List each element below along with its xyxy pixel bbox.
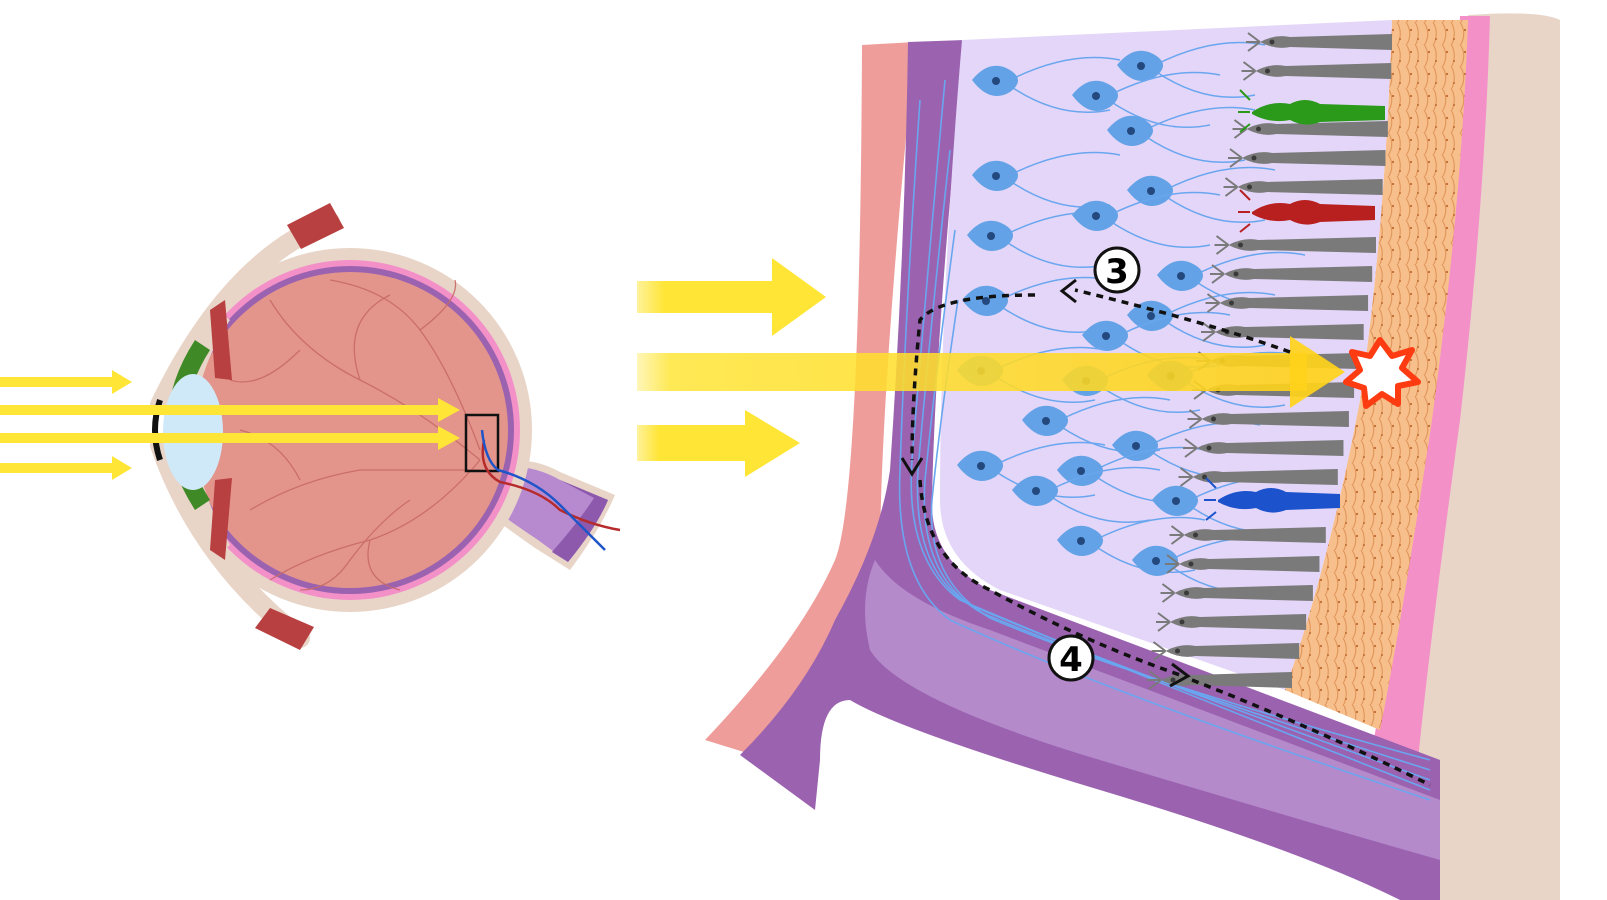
step-marker-4-label: 4 — [1059, 640, 1083, 680]
light-ray-arrow — [637, 258, 826, 336]
sclera-layer — [1400, 13, 1560, 900]
dashed-signal-arrowhead — [1059, 278, 1077, 304]
ciliary-muscle-top — [210, 300, 232, 380]
nerve-fiber-light — [865, 560, 1440, 860]
neuron-cell — [1107, 106, 1256, 163]
rod-cell — [1228, 148, 1386, 168]
rod-cell — [1187, 409, 1349, 429]
step-marker-4: 4 — [1047, 634, 1095, 682]
incoming-light-rays — [0, 370, 460, 480]
lens — [163, 374, 223, 490]
rod-cell — [1246, 32, 1392, 52]
neuron-cell — [1127, 291, 1276, 348]
ciliary-muscle-bottom — [210, 478, 232, 560]
neuron-cell — [1012, 466, 1161, 523]
neuron-cell — [1057, 446, 1206, 503]
light-ray-arrow — [0, 398, 460, 422]
rod-cell — [1210, 264, 1373, 284]
eye-cross-section — [150, 203, 621, 650]
dashed-signal-path — [1191, 678, 1431, 787]
neuron-cells — [957, 41, 1306, 593]
light-beam — [637, 353, 1307, 391]
rod-cell — [1169, 525, 1326, 545]
red-cone — [1238, 189, 1375, 233]
optic-nerve-sheath — [552, 480, 608, 562]
optic-vein — [480, 429, 606, 551]
magnified-region-box — [464, 413, 500, 473]
step-marker-3: 3 — [1093, 246, 1141, 294]
retina-cell-layers: 3 4 — [637, 13, 1560, 900]
lower-muscle — [255, 608, 314, 650]
rod-cell — [1214, 235, 1376, 255]
neuron-cell — [1072, 191, 1221, 248]
neuron-cell — [1022, 396, 1171, 453]
neuron-cell — [1072, 71, 1221, 128]
neuron-cell — [972, 56, 1121, 113]
photoreceptor-cells — [1147, 32, 1392, 690]
upper-muscle — [287, 203, 344, 249]
blue-cone — [1204, 477, 1340, 521]
optic-artery — [481, 439, 621, 532]
rod-cell — [1147, 670, 1292, 690]
dashed-signal-arrowhead — [900, 457, 924, 477]
rod-cell — [1160, 583, 1313, 603]
rod-cell — [1241, 61, 1392, 81]
rod-cell — [1151, 641, 1300, 661]
light-ray-arrow — [637, 410, 800, 477]
rod-cell — [1183, 438, 1344, 458]
light-ray-arrow — [0, 456, 132, 480]
step-marker-3-label: 3 — [1105, 252, 1129, 292]
dashed-signal-path — [910, 293, 1036, 461]
neuron-cell — [1127, 166, 1276, 223]
rod-cell — [1165, 554, 1320, 574]
neuron-cell — [1117, 41, 1266, 98]
green-cone — [1238, 89, 1385, 133]
rod-cell — [1205, 293, 1369, 313]
dashed-signal-arrowhead — [1169, 662, 1191, 688]
light-ray-arrow — [0, 370, 132, 394]
photoreceptor-signal-star — [1343, 337, 1421, 409]
vitreous-body — [192, 272, 508, 588]
rod-cell — [1156, 612, 1307, 632]
light-ray-arrow — [0, 426, 460, 450]
light-beam-head — [1290, 336, 1345, 408]
rod-cell — [1223, 177, 1383, 197]
